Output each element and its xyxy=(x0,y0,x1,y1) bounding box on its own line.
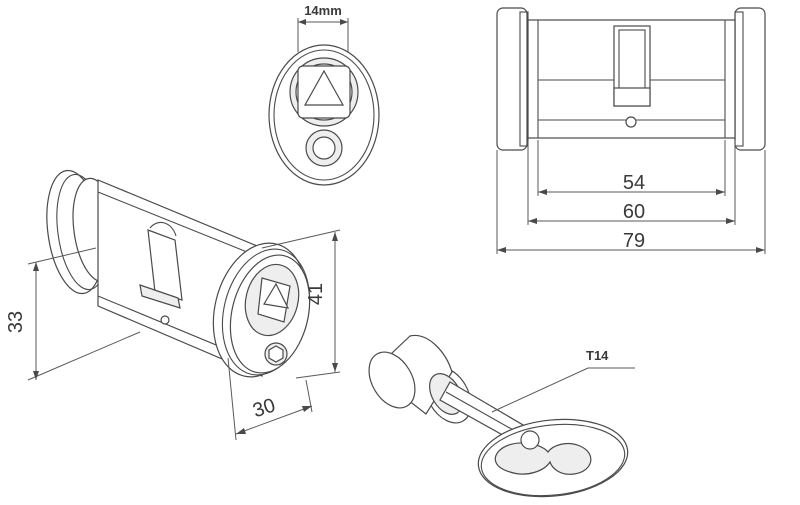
isometric-view: 33 41 30 xyxy=(5,169,341,441)
dim-diameter: 41 xyxy=(305,283,327,305)
side-view: 54 60 79 xyxy=(496,7,766,254)
dim-face-width: 14mm xyxy=(304,3,342,18)
dim-length-inner: 54 xyxy=(623,172,645,194)
key-label: T14 xyxy=(586,348,609,363)
key-drawing: T14 xyxy=(368,334,635,498)
dim-height-a: 33 xyxy=(5,311,27,333)
dim-length-total: 79 xyxy=(623,230,645,252)
front-view: 14mm xyxy=(268,3,380,186)
dim-knob-length: 30 xyxy=(250,394,278,422)
dim-length-body: 60 xyxy=(623,201,645,223)
